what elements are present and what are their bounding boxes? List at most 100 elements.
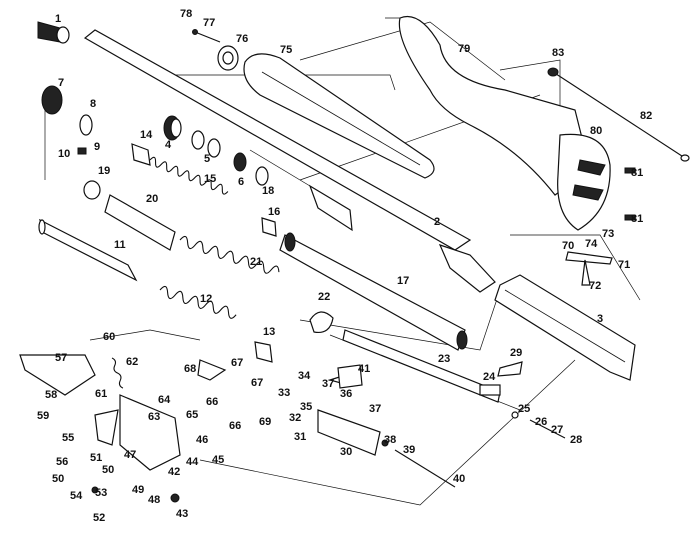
label-58: 58 [45, 389, 57, 401]
label-42: 42 [168, 466, 180, 478]
part-81-screws [624, 167, 636, 221]
label-4: 4 [165, 139, 172, 151]
label-18: 18 [262, 185, 274, 197]
label-10: 10 [58, 148, 70, 160]
label-50b: 50 [102, 464, 114, 476]
label-50a: 50 [52, 473, 64, 485]
part-2-barrel [83, 29, 496, 293]
label-69: 69 [259, 416, 271, 428]
label-80: 80 [590, 125, 602, 137]
label-8: 8 [90, 98, 96, 110]
label-53: 53 [95, 487, 107, 499]
label-60: 60 [103, 331, 115, 343]
label-33: 33 [278, 387, 290, 399]
label-78: 78 [180, 8, 192, 20]
label-51: 51 [90, 452, 102, 464]
part-76-nut [217, 45, 239, 71]
label-45: 45 [212, 454, 224, 466]
label-21: 21 [250, 256, 262, 268]
part-3-receiver [494, 274, 636, 381]
part-11-magazine-tube [38, 218, 138, 282]
part-7-knurled-ring [41, 85, 63, 115]
label-49: 49 [132, 484, 144, 496]
label-9: 9 [94, 141, 100, 153]
label-28: 28 [570, 434, 582, 446]
label-81a: 81 [631, 167, 643, 179]
label-67b: 67 [251, 377, 263, 389]
label-48: 48 [148, 494, 160, 506]
label-83: 83 [552, 47, 564, 59]
label-62: 62 [126, 356, 138, 368]
part-12-15-21-springs [149, 156, 280, 319]
label-82: 82 [640, 110, 652, 122]
label-64: 64 [158, 394, 171, 406]
label-29: 29 [510, 347, 522, 359]
label-26: 26 [535, 416, 547, 428]
label-27: 27 [551, 424, 563, 436]
part-5-6-18-rings [191, 130, 269, 186]
label-37b: 37 [369, 403, 381, 415]
part-22-ring [309, 311, 334, 334]
part-82-83-stock-bolt [547, 67, 690, 162]
label-61: 61 [95, 388, 107, 400]
part-79-stock [398, 16, 591, 196]
part-17-tube [279, 232, 468, 351]
part-25-28-pins [511, 411, 566, 439]
label-59: 59 [37, 410, 49, 422]
label-32: 32 [289, 412, 301, 424]
label-6: 6 [238, 176, 244, 188]
label-23: 23 [438, 353, 450, 365]
label-81b: 81 [631, 213, 643, 225]
label-14: 14 [140, 129, 153, 141]
label-7: 7 [58, 77, 64, 89]
label-41: 41 [358, 363, 370, 375]
label-11: 11 [114, 239, 126, 251]
label-38: 38 [384, 434, 396, 446]
label-25: 25 [518, 403, 530, 415]
label-66b: 66 [229, 420, 241, 432]
label-19: 19 [98, 165, 110, 177]
part-labels: 1 2 3 4 5 6 7 8 9 10 11 12 13 14 15 16 1… [37, 8, 652, 524]
label-43: 43 [176, 508, 188, 520]
label-72: 72 [589, 280, 601, 292]
part-29 [497, 361, 523, 377]
part-4-collar [163, 115, 182, 141]
label-35: 35 [300, 401, 312, 413]
label-44: 44 [186, 456, 199, 468]
part-1-end-cap [37, 21, 70, 44]
label-65: 65 [186, 409, 198, 421]
label-13: 13 [263, 326, 275, 338]
part-9-10-pin [77, 147, 87, 155]
label-66a: 66 [206, 396, 218, 408]
label-36: 36 [340, 388, 352, 400]
part-30-40-bolt-assembly [317, 371, 456, 488]
part-70-74-latch [565, 251, 613, 286]
label-12: 12 [200, 293, 212, 305]
part-23-24-rail [342, 329, 501, 403]
label-55: 55 [62, 432, 74, 444]
part-8-ring [79, 114, 93, 136]
label-24: 24 [483, 371, 496, 383]
label-2: 2 [434, 216, 440, 228]
part-19-20-piston [83, 180, 176, 251]
label-37a: 37 [322, 378, 334, 390]
label-5: 5 [204, 153, 210, 165]
label-34: 34 [298, 370, 311, 382]
label-40: 40 [453, 473, 465, 485]
label-22: 22 [318, 291, 330, 303]
label-16: 16 [268, 206, 280, 218]
label-3: 3 [597, 313, 603, 325]
label-30: 30 [340, 446, 352, 458]
part-42-69-trigger-group [19, 354, 227, 503]
label-74: 74 [585, 238, 598, 250]
label-39: 39 [403, 444, 415, 456]
part-13-16-bushings [254, 217, 277, 363]
label-57: 57 [55, 352, 67, 364]
label-70: 70 [562, 240, 574, 252]
part-41-extractor [337, 364, 363, 389]
label-15: 15 [204, 173, 216, 185]
label-76: 76 [236, 33, 248, 45]
label-75: 75 [280, 44, 292, 56]
label-31: 31 [294, 431, 306, 443]
